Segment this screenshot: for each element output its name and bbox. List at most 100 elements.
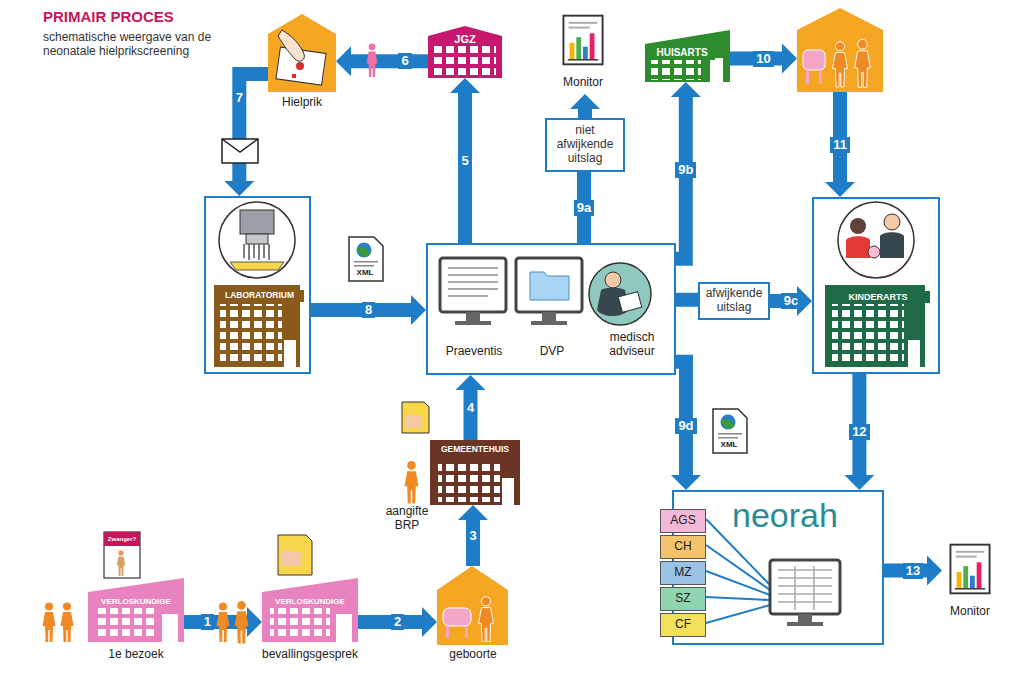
arrow-head bbox=[927, 556, 942, 586]
illustration-part bbox=[88, 578, 184, 642]
illustration-part bbox=[262, 578, 358, 642]
illustration-part bbox=[440, 258, 506, 312]
arrow-head bbox=[422, 607, 437, 637]
node-text: 1e bezoek bbox=[88, 648, 184, 662]
callout-number: 3 bbox=[466, 528, 479, 544]
illustration-part bbox=[222, 139, 258, 163]
illustration-part bbox=[434, 46, 496, 76]
arrow-shaft bbox=[350, 54, 428, 68]
arrow-shaft bbox=[458, 92, 472, 243]
illustration-part bbox=[803, 50, 825, 70]
node-text: Hielprik bbox=[268, 96, 336, 110]
diagram-title: PRIMAIR PROCES bbox=[43, 8, 174, 25]
annotation-label: Zwanger? bbox=[106, 536, 138, 543]
annotation-label: aangifte BRP bbox=[372, 505, 442, 533]
illustration-part bbox=[850, 218, 866, 234]
arrow-shaft bbox=[578, 108, 592, 118]
illustration-part bbox=[222, 139, 258, 152]
municipality-building bbox=[402, 402, 520, 505]
condition-tag: MZ bbox=[660, 561, 706, 585]
monitor: Monitor bbox=[555, 14, 611, 94]
flow-arrow bbox=[450, 78, 480, 243]
illustration-part bbox=[855, 39, 871, 87]
node-text: LABORATORIUM bbox=[215, 290, 304, 302]
illustration-part bbox=[246, 234, 268, 244]
arrow-shaft bbox=[358, 615, 423, 629]
illustration-part bbox=[284, 340, 296, 367]
family-house bbox=[797, 8, 883, 92]
illustration-part bbox=[448, 268, 498, 296]
node-text: VERLOSKUNDIGE bbox=[264, 596, 356, 607]
illustration-part bbox=[405, 461, 419, 503]
lab-illustration bbox=[214, 202, 300, 367]
callout-number: 2 bbox=[391, 614, 404, 630]
callout-number: 8 bbox=[362, 302, 375, 318]
annotation-label: XML bbox=[348, 268, 382, 277]
illustration-part bbox=[880, 232, 904, 258]
flow-arrow bbox=[458, 505, 488, 566]
municipality-building: GEMEENTEHUIS bbox=[430, 440, 520, 505]
illustration-part bbox=[645, 30, 730, 82]
illustration-part bbox=[832, 304, 904, 364]
condition-tag: AGS bbox=[660, 509, 706, 533]
arrow-head bbox=[411, 295, 426, 325]
node-text: CH bbox=[661, 540, 705, 554]
node-text: afwijkende uitslag bbox=[702, 287, 766, 315]
illustration-part bbox=[430, 440, 520, 505]
illustration-part bbox=[787, 622, 823, 626]
family-house bbox=[797, 8, 883, 92]
node-text: neorah bbox=[732, 496, 882, 535]
illustration-part bbox=[838, 202, 914, 278]
pediatrician-illustration bbox=[825, 202, 925, 367]
callout-number: 12 bbox=[849, 424, 869, 440]
illustration-part bbox=[240, 210, 274, 234]
illustration-part bbox=[292, 74, 296, 78]
illustration-part bbox=[833, 42, 848, 87]
node-text: bevallingsgesprek bbox=[248, 648, 372, 662]
illustration-part bbox=[278, 30, 304, 61]
illustration-part bbox=[589, 263, 651, 325]
lab-box: LABORATORIUM bbox=[204, 196, 311, 374]
illustration-part bbox=[542, 312, 556, 321]
verloskundige-building bbox=[43, 532, 185, 642]
birth-house bbox=[437, 566, 508, 645]
flow-arrow bbox=[676, 299, 698, 300]
illustration-part bbox=[465, 626, 468, 638]
arrow-head bbox=[456, 375, 486, 390]
node-text: Monitor bbox=[942, 605, 998, 619]
flow-arrow bbox=[730, 44, 797, 74]
node-text: AGS bbox=[661, 514, 705, 528]
node-text: medisch adviseur bbox=[588, 331, 676, 359]
central-systems bbox=[440, 258, 651, 325]
illustration-part bbox=[296, 62, 304, 70]
callout-number: 7 bbox=[233, 90, 246, 106]
illustration-part bbox=[706, 519, 770, 623]
callout-number: 13 bbox=[903, 563, 923, 579]
illustration-part bbox=[770, 560, 840, 614]
illustration-part bbox=[235, 601, 249, 643]
birth-house: geboorte bbox=[437, 566, 509, 664]
callout-number: 9c bbox=[781, 293, 801, 309]
neorah-box: neorahAGSCHMZSZCF bbox=[672, 490, 884, 645]
callout-number: 11 bbox=[830, 137, 850, 153]
illustration-part bbox=[366, 43, 377, 77]
arrow-head bbox=[782, 44, 797, 74]
illustration-part bbox=[220, 304, 282, 364]
xml-icon bbox=[349, 237, 747, 453]
node-text: VERLOSKUNDIGE bbox=[90, 596, 182, 607]
illustration-part bbox=[278, 535, 312, 575]
illustration-part bbox=[846, 236, 870, 258]
neorah-screen bbox=[706, 519, 840, 626]
illustration-part bbox=[230, 262, 284, 270]
callout-number: 5 bbox=[458, 153, 471, 169]
flow-arrow bbox=[456, 375, 486, 440]
illustration-part bbox=[806, 70, 809, 84]
illustration-part bbox=[217, 603, 230, 643]
illustration-part bbox=[43, 603, 56, 643]
illustration-part bbox=[104, 532, 140, 578]
pediatrician-box: KINDERARTS bbox=[812, 197, 940, 374]
arrow-head bbox=[450, 78, 480, 93]
illustration-part bbox=[104, 532, 140, 546]
illustration-part bbox=[531, 321, 567, 325]
arrow-head bbox=[671, 82, 701, 97]
